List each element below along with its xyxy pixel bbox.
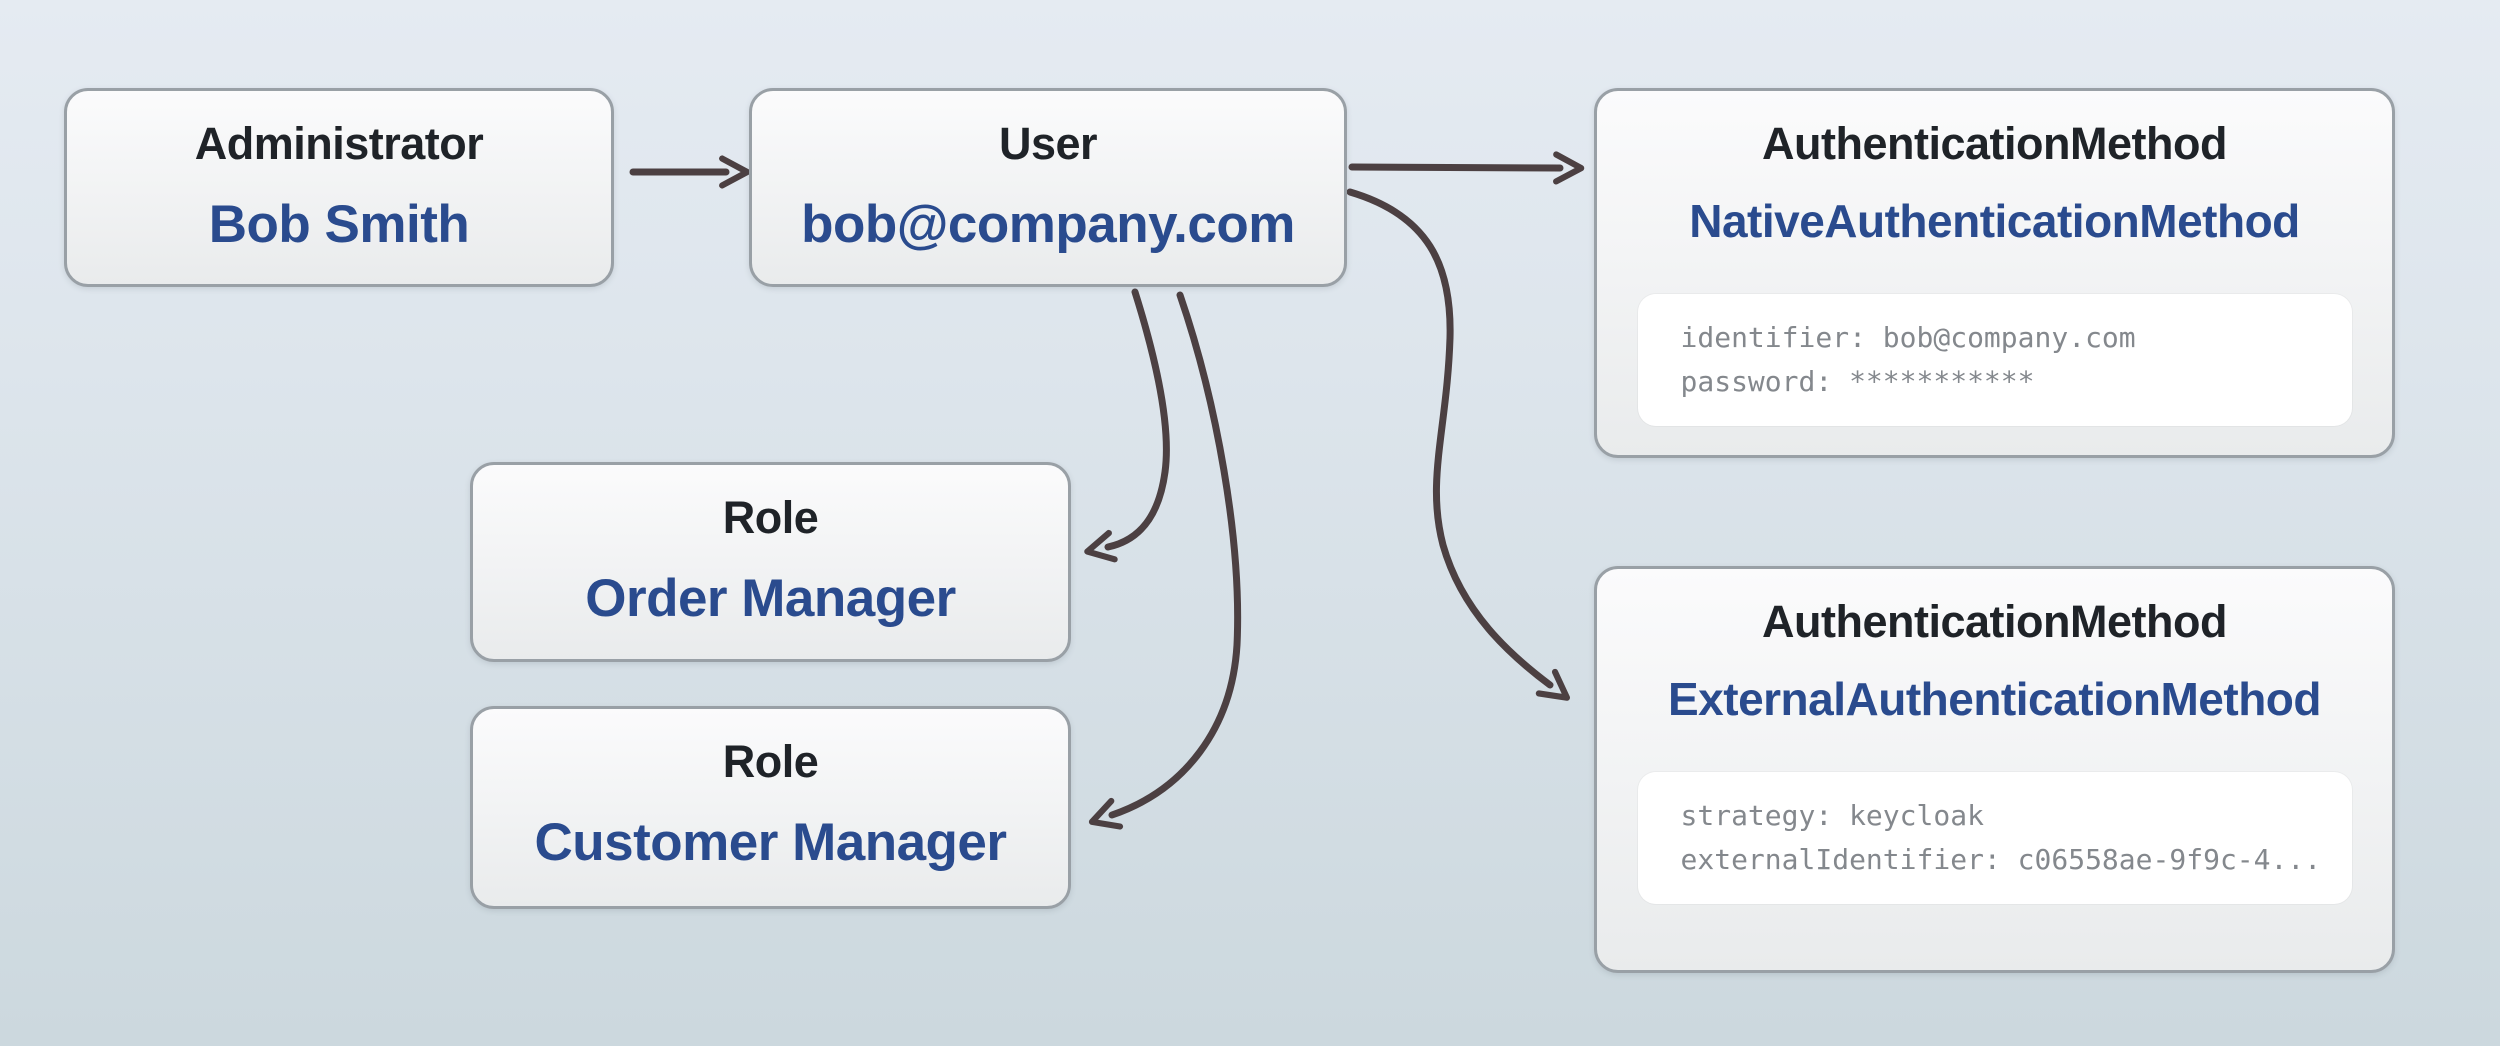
edge-user-to-native-auth	[1348, 151, 1585, 185]
external-auth-code-box: strategy: keycloak externalIdentifier: c…	[1637, 772, 2352, 904]
node-native-auth-subtitle: NativeAuthenticationMethod	[1689, 195, 2300, 247]
external-auth-identifier-line: externalIdentifier: c06558ae-9f9c-4...	[1680, 843, 2322, 876]
node-native-authentication-method: AuthenticationMethod NativeAuthenticatio…	[1594, 88, 2395, 458]
node-role-customer-subtitle: Customer Manager	[534, 813, 1007, 872]
node-user: User bob@company.com	[749, 88, 1347, 287]
node-user-subtitle: bob@company.com	[801, 195, 1295, 254]
native-auth-identifier-line: identifier: bob@company.com	[1680, 321, 2136, 354]
node-native-auth-title: AuthenticationMethod	[1762, 118, 2227, 169]
node-role-customer-title: Role	[722, 736, 819, 787]
native-auth-code-box: identifier: bob@company.com password: **…	[1637, 294, 2352, 426]
node-user-title: User	[998, 118, 1098, 169]
node-external-auth-subtitle: ExternalAuthenticationMethod	[1667, 673, 2322, 725]
native-auth-password-line: password: ***********	[1680, 365, 2035, 398]
node-role-order-subtitle: Order Manager	[585, 569, 956, 628]
node-role-customer-manager: Role Customer Manager	[470, 706, 1071, 909]
node-role-order-manager: Role Order Manager	[470, 462, 1071, 662]
node-role-order-title: Role	[722, 492, 819, 543]
node-administrator-subtitle: Bob Smith	[208, 195, 470, 254]
node-administrator-title: Administrator	[194, 118, 484, 169]
external-auth-strategy-line: strategy: keycloak	[1680, 799, 1984, 832]
node-external-authentication-method: AuthenticationMethod ExternalAuthenticat…	[1594, 566, 2395, 973]
node-administrator: Administrator Bob Smith	[64, 88, 614, 287]
node-external-auth-title: AuthenticationMethod	[1762, 596, 2227, 647]
edge-user-to-role-order-manager	[1084, 288, 1170, 563]
edge-user-to-role-customer-manager	[1088, 291, 1242, 830]
edge-user-to-external-auth	[1346, 188, 1571, 701]
